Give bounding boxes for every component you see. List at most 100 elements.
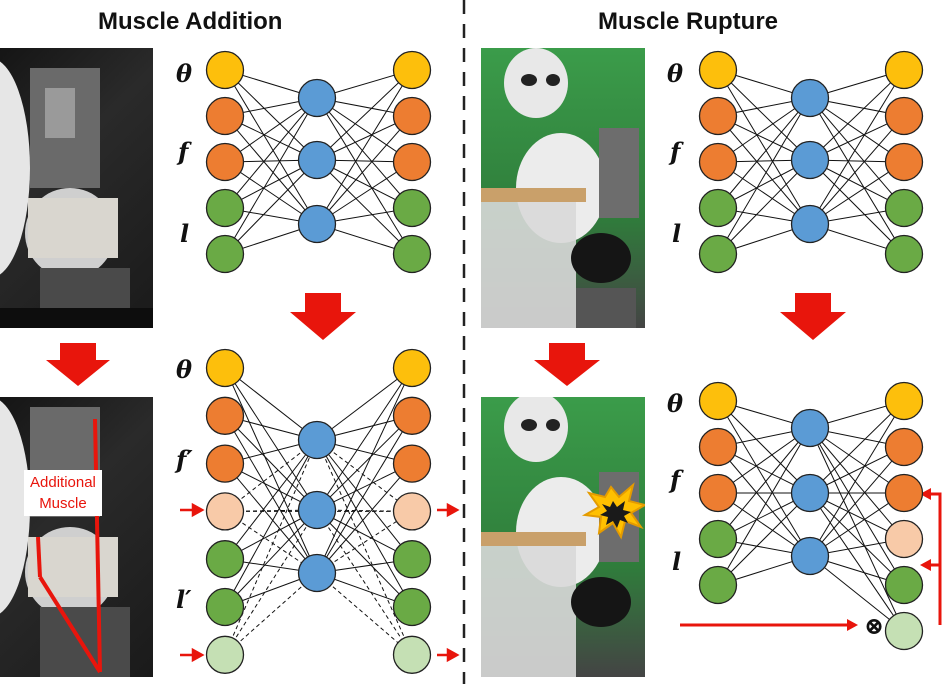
down-arrow-right-photo [534,343,600,386]
input-arrow-added-l [180,647,205,663]
humanoid-drawing-rupture [481,397,645,677]
edge [316,115,413,225]
edge [316,509,413,608]
top_left-node-hidden [297,140,337,180]
arrowhead-to-added-l [920,559,931,571]
top_right-node-hidden [790,78,830,118]
input-arrow-added-f [180,502,205,518]
f-prime-label-bottom-left: f′ [176,445,193,474]
edge [316,415,413,511]
bottom_left-node-hidden [297,553,337,593]
edge [224,367,318,511]
bottom_left-node-l [392,587,432,627]
bottom_left-node-l [205,587,245,627]
edge [316,69,413,225]
l-label-bottom-right: l [672,547,682,576]
bottom_right-node-hidden [790,473,830,513]
edge [316,159,413,255]
bottom_right-node-theta [698,381,738,421]
edge [224,509,318,608]
edge [224,115,318,225]
bottom_left-node-theta [205,348,245,388]
top_left-node-f [205,96,245,136]
top_right-node-f [884,96,924,136]
f-label-top-right: f [670,137,681,166]
edge [809,97,905,209]
edge [717,159,811,255]
edge [717,69,811,225]
edge [316,97,413,209]
top_right-node-l [698,234,738,274]
bottom_right-node-l [698,565,738,605]
edge [717,427,811,540]
edge [809,69,905,225]
edge [224,439,318,560]
arrowhead-to-otimes [847,619,858,631]
bottom_right-node-f [698,473,738,513]
edge [224,367,318,574]
top_right-node-l [698,188,738,228]
top_left-node-theta [392,50,432,90]
bottom_right-node-hidden [790,408,830,448]
top_left-node-l [392,188,432,228]
theta-label-top-right: θ [667,59,684,88]
edge [717,400,811,494]
edge [717,492,811,586]
edge [809,555,905,632]
edge [809,115,905,225]
arrowhead-to-added-f [920,488,931,500]
bottom_right-node-f [884,473,924,513]
l-label-top-left: l [180,219,190,248]
edge [224,69,318,161]
bottom_left-node-f [392,396,432,435]
edge [224,439,318,512]
edge [316,69,413,161]
bottom_left-node-f [205,444,245,483]
bottom_right-node-f [698,427,738,467]
edge [809,159,905,255]
edge [224,415,318,574]
edge [316,367,413,511]
down-arrow-left-photo [46,343,110,386]
down-arrow-left-net [290,293,356,340]
f-label-bottom-right: f [670,465,681,494]
edge [224,367,318,441]
edge [809,400,905,494]
bottom_right-node-added_f [884,519,924,559]
l-label-top-right: l [672,219,682,248]
edge [316,509,413,656]
edge [809,400,905,557]
top_left-node-hidden [297,78,337,118]
f-label-top-left: f [178,137,189,166]
bottom_left-node-added_l [205,635,245,674]
bottom_left-node-f [205,396,245,435]
top_left-node-f [392,142,432,182]
edge [224,415,318,511]
edge [224,97,318,255]
bottom_left-node-hidden [297,490,337,530]
top_right-node-f [884,142,924,182]
edge [717,446,811,557]
edge [316,415,413,574]
theta-label-bottom-right: θ [667,389,684,418]
edge [717,97,811,209]
edge [809,97,905,255]
down-arrow-right-net [780,293,846,340]
bottom_right-node-theta [884,381,924,421]
edge [809,427,905,586]
edge [809,492,905,586]
top_right-node-theta [884,50,924,90]
additional-muscle-label: Additional Muscle [24,470,102,516]
edge [316,439,413,560]
bottom_right-node-hidden [790,536,830,576]
bottom_left-node-added_f [392,492,432,531]
title-muscle-addition: Muscle Addition [98,8,283,35]
robot-arm-photo-bottom [0,397,153,677]
edge [316,439,413,512]
humanoid-photo-bottom [481,397,645,677]
edge [224,509,318,656]
edge [316,367,413,441]
edge [316,97,413,255]
theta-label-top-left: θ [176,59,193,88]
